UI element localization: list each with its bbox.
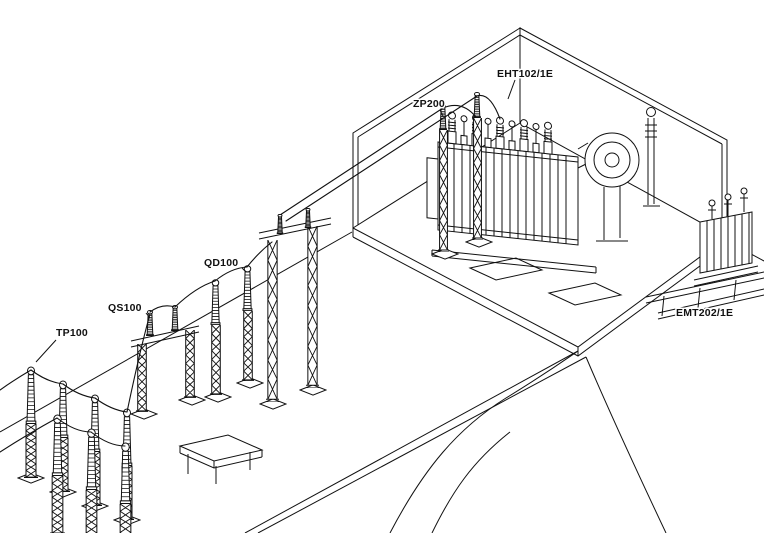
qd100-apparatus	[204, 265, 264, 403]
jumper-wire	[247, 242, 272, 267]
busbar-line	[280, 108, 443, 215]
conductor-wires	[0, 242, 272, 452]
foundation-pad	[299, 384, 327, 396]
label-tp100: TP100	[56, 327, 88, 339]
lattice-pedestal	[118, 504, 133, 533]
yard-edge-left	[0, 232, 352, 432]
transformer-eht102	[427, 108, 660, 274]
jumper-wire	[150, 306, 175, 312]
lattice-leg	[184, 330, 196, 398]
drop-wire	[477, 95, 500, 119]
leader-line	[242, 268, 246, 272]
jumper-wire	[175, 281, 215, 307]
emt-bushings	[708, 188, 748, 219]
leader-line	[440, 110, 443, 116]
enclosure-floor-slab	[353, 228, 727, 356]
leader-line	[508, 80, 515, 99]
tail-wire	[0, 370, 31, 390]
insulator	[305, 208, 311, 228]
jumper-wire	[127, 314, 150, 412]
emt-radiator-fins	[707, 213, 749, 272]
equipment-labels: TP100 QS100 QD100 ZP200 EHT102/1E EMT202…	[36, 67, 735, 362]
floor-pit-2	[549, 283, 621, 305]
label-emt202: EMT202/1E	[676, 307, 733, 319]
label-eht102: EHT102/1E	[497, 68, 553, 80]
label-qd100: QD100	[204, 257, 238, 269]
yard-edge-front-outer	[258, 357, 586, 533]
gantry-portal	[259, 208, 331, 410]
cable-trench-curves	[390, 351, 666, 533]
lattice-column	[472, 118, 483, 240]
label-qs100: QS100	[108, 302, 142, 314]
insulator	[277, 214, 283, 234]
transformer-enclosure	[353, 28, 727, 356]
transformer-foundation	[432, 250, 596, 273]
lattice-pedestal	[24, 424, 38, 478]
transformer-skid	[694, 266, 758, 286]
tank-rims	[438, 147, 578, 240]
jumper-wire	[63, 384, 95, 398]
insulator	[242, 265, 253, 311]
floor-pit-1	[470, 258, 542, 280]
leader-line	[146, 313, 150, 318]
jumper-wire	[215, 267, 247, 281]
emt-tank	[700, 212, 752, 273]
drop-wire	[443, 105, 476, 117]
jumper-wire	[31, 370, 63, 384]
lattice-pedestal	[242, 311, 254, 381]
insulator	[210, 279, 221, 325]
jumper-wire	[95, 398, 127, 412]
conservator-cylinder	[578, 133, 639, 241]
end-bushing-column	[643, 108, 660, 207]
tank-end-box	[427, 158, 438, 219]
tail-wire	[0, 418, 57, 452]
jumper-wire	[57, 418, 91, 432]
qs100-disconnector	[130, 305, 206, 420]
lattice-pedestal	[50, 476, 65, 533]
lattice-pedestal	[210, 325, 222, 395]
rails	[646, 272, 764, 319]
foundation-bench	[180, 435, 262, 484]
insulator	[25, 366, 37, 424]
rail-sleepers	[662, 280, 736, 316]
lattice-pedestal	[84, 490, 99, 533]
foundation-pad	[259, 398, 287, 410]
emt202-transformer	[646, 188, 764, 319]
busbar-line	[286, 96, 477, 221]
lattice-column	[306, 226, 319, 388]
lattice-leg	[136, 344, 148, 412]
leader-line	[36, 340, 56, 362]
ground-lines	[0, 232, 764, 533]
gantry-beam	[259, 218, 331, 239]
busbar-conductors	[280, 95, 500, 221]
lattice-column	[266, 240, 279, 402]
insulator	[171, 305, 179, 331]
jumper-wire	[91, 432, 125, 446]
yard-edge-front	[245, 351, 578, 533]
lattice-column	[438, 130, 449, 252]
label-zp200: ZP200	[413, 98, 445, 110]
tank-body	[438, 142, 578, 245]
